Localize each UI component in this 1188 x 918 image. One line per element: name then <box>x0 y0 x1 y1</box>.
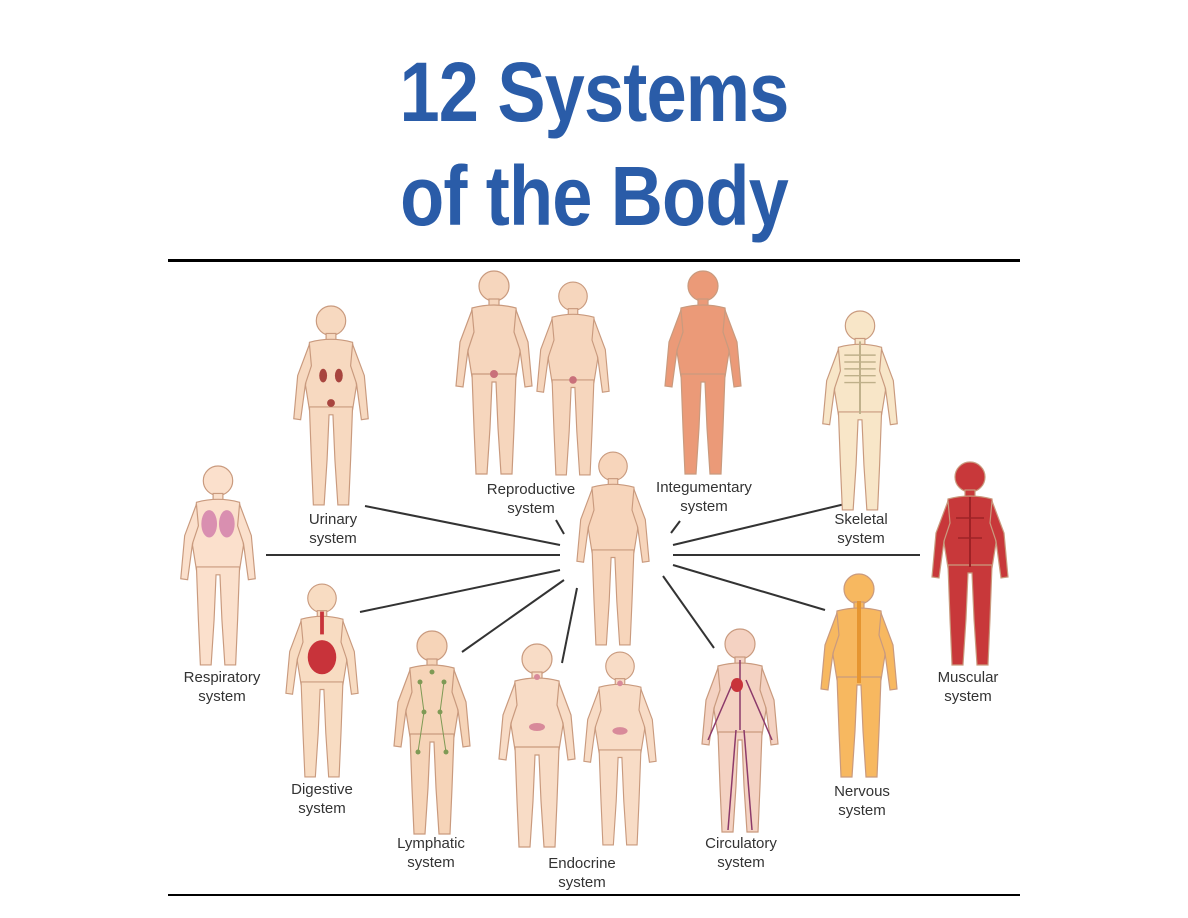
lung-left-mark <box>201 510 218 538</box>
connector-lines <box>266 503 920 664</box>
endocrine-system-label: Endocrine system <box>517 854 647 892</box>
skeletal-label-line-2: system <box>837 530 885 547</box>
digestive-system-label: Digestive system <box>257 780 387 818</box>
circulatory-system-figure <box>701 628 779 833</box>
nervous-system-label: Nervous system <box>797 782 927 820</box>
line-circulatory <box>662 575 715 649</box>
pancreas-mark <box>529 723 545 731</box>
pancreas-mark <box>612 727 628 735</box>
thyroid-mark <box>617 680 623 687</box>
top-divider <box>168 259 1020 262</box>
digestive-label-line-2: system <box>298 800 346 817</box>
lung-right-mark <box>218 510 235 538</box>
line-digestive <box>359 569 561 613</box>
endocrine-system-figure <box>498 643 576 848</box>
urinary-label-line-2: system <box>309 530 357 547</box>
skeletal-label-line-1: Skeletal <box>834 511 888 528</box>
lymphatic-system-label: Lymphatic system <box>366 834 496 872</box>
page-title: 12 Systems of the Body <box>83 40 1105 248</box>
line-reproductive <box>555 519 565 535</box>
reproductive-label-line-2: system <box>507 500 555 517</box>
vessel-mark <box>707 660 773 831</box>
nervous-system-figure <box>820 573 898 778</box>
endocrine-label-line-1: Endocrine <box>548 855 616 872</box>
respiratory-system-figure <box>180 465 256 666</box>
lymphatic-label-line-2: system <box>407 854 455 871</box>
digestive-label-line-1: Digestive <box>291 781 353 798</box>
lymphatic-label-line-1: Lymphatic <box>397 835 465 852</box>
lymph-vessel-mark <box>417 681 447 753</box>
title-line-2: of the Body <box>400 149 789 243</box>
kidney-left-mark <box>319 368 328 383</box>
integumentary-label-line-2: system <box>680 498 728 515</box>
respiratory-label-line-1: Respiratory <box>183 669 261 686</box>
reproductive-system-figure <box>536 281 610 476</box>
line-endocrine <box>561 587 578 664</box>
circulatory-system-label: Circulatory system <box>676 834 806 872</box>
bladder-mark <box>327 399 335 407</box>
line-integumentary <box>670 520 681 534</box>
reproductive-organ-mark <box>490 370 498 378</box>
skeletal-system-figure <box>822 310 898 511</box>
endocrine-label-line-2: system <box>558 874 606 891</box>
line-skeletal <box>672 503 846 546</box>
nervous-label-line-2: system <box>838 802 886 819</box>
heart-mark <box>731 678 743 692</box>
urinary-label-line-1: Urinary <box>308 511 358 528</box>
lymph-node-mark <box>429 669 435 675</box>
thyroid-mark <box>534 674 540 680</box>
figures <box>180 270 1009 848</box>
reproductive-system-label: Reproductive system <box>466 480 596 518</box>
reproductive-organ-mark <box>569 376 577 384</box>
reproductive-system-figure <box>455 270 533 475</box>
respiratory-system-label: Respiratory system <box>157 668 287 706</box>
esophagus-mark <box>320 611 324 635</box>
integumentary-system-label: Integumentary system <box>639 478 769 516</box>
circulatory-label-line-1: Circulatory <box>705 835 777 852</box>
line-nervous <box>672 564 826 611</box>
lymphatic-system-figure <box>393 630 471 835</box>
skeletal-system-label: Skeletal system <box>796 510 926 548</box>
circulatory-label-line-2: system <box>717 854 765 871</box>
line-lymphatic <box>461 579 565 653</box>
respiratory-label-line-2: system <box>198 688 246 705</box>
line-urinary <box>364 505 561 546</box>
muscular-system-figure <box>931 461 1009 666</box>
endocrine-system-figure <box>583 651 657 846</box>
stomach-mark <box>307 640 337 675</box>
title-line-1: 12 Systems <box>399 45 789 139</box>
integumentary-system-figure <box>664 270 742 475</box>
integumentary-label-line-1: Integumentary <box>656 479 752 496</box>
muscular-label-line-1: Muscular <box>937 669 999 686</box>
digestive-system-figure <box>285 583 359 778</box>
muscular-label-line-2: system <box>944 688 992 705</box>
bottom-divider <box>168 894 1020 896</box>
urinary-system-figure <box>293 305 369 506</box>
reproductive-label-line-1: Reproductive <box>486 481 576 498</box>
muscular-system-label: Muscular system <box>903 668 1033 706</box>
urinary-system-label: Urinary system <box>268 510 398 548</box>
kidney-right-mark <box>334 368 343 383</box>
nervous-label-line-1: Nervous <box>834 783 890 800</box>
